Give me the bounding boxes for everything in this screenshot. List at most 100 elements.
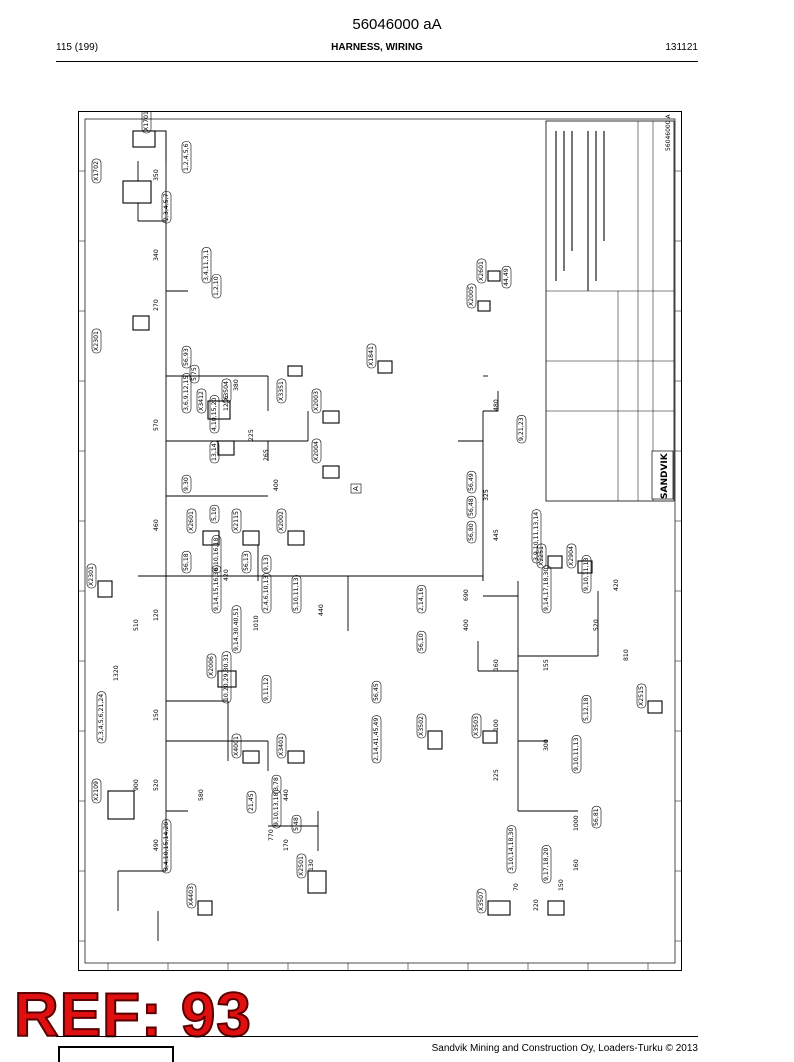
connector-id-frame: [476, 888, 487, 914]
connector-id: X3507: [478, 891, 485, 911]
wire-node-label: 56,45: [373, 683, 380, 701]
wire-node-label-frame: [581, 695, 592, 724]
wire-node-label-frame: [261, 675, 272, 704]
connector-id: X3351: [278, 381, 285, 401]
connector-body: [287, 750, 305, 764]
wire-length: 420: [613, 579, 620, 591]
connector-body: [487, 270, 501, 282]
wire-length: 265: [263, 449, 270, 461]
wire-node-label: 5,10,11,13: [293, 577, 300, 611]
connector-id-frame: [471, 713, 482, 739]
connector-id-frame: [466, 283, 477, 309]
connector-body: [482, 730, 498, 744]
wire-length: 570: [153, 419, 160, 431]
connector-body: [217, 440, 235, 456]
wire-length: 130: [308, 859, 315, 871]
frame-ticks: [78, 170, 682, 971]
wire-length: 270: [153, 299, 160, 311]
wire-node-label: 56,10: [418, 633, 425, 651]
wire-length: 325: [483, 489, 490, 501]
wire-node-label: 21,45: [248, 793, 255, 811]
wire-length: 480: [493, 399, 500, 411]
wire-node-label: 44,49: [503, 268, 510, 286]
wire-length: 120: [153, 609, 160, 621]
connector-body: [217, 670, 237, 688]
wire-node-label-frame: [211, 535, 222, 574]
wire-node-label-frame: [241, 550, 252, 574]
wire-length: 440: [283, 789, 290, 801]
connector-id: X2601: [188, 511, 195, 531]
connector-id-frame: [276, 508, 287, 534]
header-divider: [56, 61, 698, 62]
connector-body: [477, 300, 491, 312]
connector-id: X3502: [418, 716, 425, 736]
wire-length: 460: [153, 519, 160, 531]
connector-id-frame: [91, 158, 102, 184]
wire-node-label: 56,13: [243, 553, 250, 571]
wire-node-label: 10,20,29,30,31: [223, 654, 230, 701]
wire-node-label: 3,6,9,12,15: [183, 376, 190, 411]
title-block: SANDVIK 56046000 A: [545, 114, 675, 502]
wire-node-label-frame: [201, 247, 212, 284]
wire-node-label: 56,49: [468, 473, 475, 491]
document-code: 131121: [665, 42, 698, 53]
wire-length: 380: [233, 379, 240, 391]
connector-id: X2904: [568, 546, 575, 566]
drawing-frame-outer: [78, 111, 682, 971]
wire-node-label-frame: [466, 495, 477, 519]
wire-length: 300: [543, 739, 550, 751]
connector-id: X2115: [233, 511, 240, 531]
wire-node-label: 9,10,11,13: [573, 737, 580, 771]
connector-id: X3412: [198, 391, 205, 411]
connector-id-frame: [91, 328, 102, 354]
wire-length: 490: [153, 839, 160, 851]
connector-body: [197, 900, 213, 916]
wire-node-label-frame: [181, 474, 192, 494]
wire-length: 70: [513, 883, 520, 891]
wire-length: 150: [153, 709, 160, 721]
drawing-frame-inner: [84, 118, 676, 964]
wire-node-label: 9,17,18,20: [543, 847, 550, 881]
connector-body: [547, 555, 563, 569]
connector-id: X1841: [368, 346, 375, 366]
wire-node-label-frame: [209, 395, 220, 434]
wire-node-label-frame: [271, 774, 282, 794]
wire-node-label-frame: [541, 565, 552, 614]
wire-node-label: 2,14,41,45,49: [373, 718, 380, 761]
connector-id-frame: [416, 713, 427, 739]
connector-id-frame: [276, 733, 287, 759]
wire-length: 900: [133, 779, 140, 791]
wire-node-label-frame: [211, 273, 222, 299]
wire-length: 420: [223, 569, 230, 581]
connector-body: [132, 130, 156, 148]
connector-id: X3504: [223, 381, 230, 401]
wire-node-label: 9,14,17,18,30: [543, 568, 550, 611]
connector-body: [107, 790, 135, 820]
connector-body: [427, 730, 443, 750]
connector-id-frame: [636, 683, 647, 709]
note-reference-a: A: [352, 486, 360, 491]
wire-length: 520: [153, 779, 160, 791]
wire-length: 1320: [113, 665, 120, 681]
connector-body: [97, 580, 113, 598]
wire-node-label-frame: [291, 814, 302, 834]
wire-node-label-frame: [501, 265, 512, 289]
harness-wires: [117, 130, 599, 941]
wire-length: 150: [558, 879, 565, 891]
wire-node-label: 3,78: [273, 777, 280, 791]
wire-node-label-frame: [209, 504, 220, 524]
wire-node-label: 6,10,16,18: [213, 537, 220, 571]
wire-length: 445: [493, 529, 500, 541]
wire-length: 400: [273, 479, 280, 491]
wire-node-label: 5,48: [293, 817, 300, 831]
wire-length: 100: [493, 719, 500, 731]
wire-node-label: 5,10: [211, 507, 218, 521]
connector-id: X2301: [88, 566, 95, 586]
wire-node-label-frame: [181, 373, 192, 414]
connector-id: X3401: [278, 736, 285, 756]
connector-id-frame: [86, 563, 97, 589]
harness-labels: 1,2,4,5,62,3,4,5,73,4,11,3,11,2,1056,933…: [86, 108, 647, 914]
wiring-diagram-canvas: SANDVIK 56046000 A 1,2,4,5,62,3,4,5,73,4…: [78, 108, 682, 971]
connector-id-frame: [276, 378, 287, 404]
